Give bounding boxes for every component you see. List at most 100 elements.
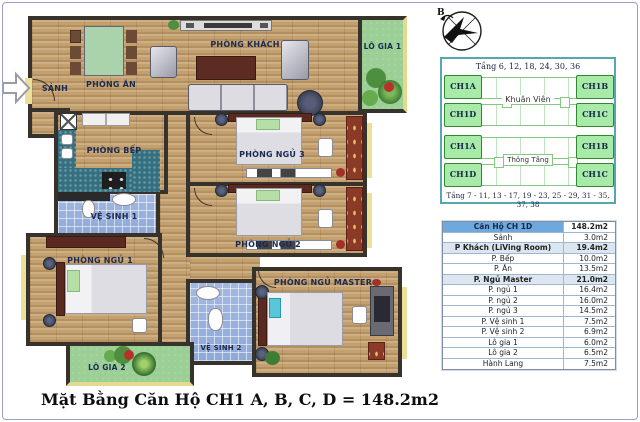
- window-strip: [21, 255, 26, 320]
- round-table: [297, 90, 323, 116]
- floors-top-text: Tầng 6, 12, 18, 24, 30, 36: [475, 62, 581, 71]
- room-label-phong-bep: PHÒNG BẾP: [86, 146, 142, 155]
- table-row-value: 7.5m2: [563, 358, 615, 369]
- core-box: [560, 97, 570, 108]
- block-2-center-text: Thông Tầng: [503, 154, 553, 166]
- chair: [318, 138, 333, 157]
- unit-ch1c: CH1C: [576, 163, 614, 187]
- plant-icon: [168, 20, 179, 30]
- washer: [60, 113, 77, 130]
- table-row-value: 6.0m2: [563, 337, 615, 348]
- table-row-label: P. ngủ 2: [443, 296, 563, 306]
- flower-icon: [336, 240, 345, 249]
- building-block-1: Khuân Viên CH1A CH1B CH1D CH1C: [442, 75, 614, 129]
- floors-bottom-text: Tầng 7 - 11, 13 - 17, 19 - 23, 25 - 29, …: [446, 191, 610, 209]
- unit-ch1b: CH1B: [576, 75, 614, 99]
- sink-bowl: [61, 134, 73, 145]
- compass-icon: [440, 11, 482, 51]
- stove: [102, 172, 126, 189]
- unit-ch1a: CH1A: [444, 135, 482, 159]
- table-row-value: 16.4m2: [563, 285, 615, 296]
- nightstand: [43, 314, 56, 327]
- toilet: [208, 308, 223, 331]
- building-block-2: Thông Tầng CH1A CH1B CH1D CH1C: [442, 135, 614, 189]
- side-table: [132, 318, 147, 333]
- flower-icon: [384, 82, 394, 92]
- flower-icon: [124, 350, 134, 360]
- headboard: [258, 294, 267, 346]
- nightstand: [43, 257, 56, 270]
- unit-ch1c: CH1C: [576, 103, 614, 127]
- window-strip: [367, 193, 372, 248]
- room-label-master: PHÒNG NGỦ MASTER: [273, 278, 373, 287]
- table-header-label: Căn Hộ CH 1D: [443, 222, 563, 233]
- block-1-center-text: Khuân Viên: [502, 95, 554, 104]
- armchair: [150, 46, 177, 78]
- entry-door: [25, 78, 32, 104]
- table-row-label: P. Bếp: [443, 254, 563, 264]
- table-row-label: Sảnh: [443, 233, 563, 243]
- unit-ch1a: CH1A: [444, 75, 482, 99]
- plant-icon: [265, 351, 280, 365]
- compass-north-label: B: [437, 8, 445, 18]
- room-label-phong-ngu-3: PHÒNG NGỦ 3: [239, 150, 305, 159]
- entry-arrow-icon: [2, 71, 31, 105]
- table-row-value: 13.5m2: [563, 264, 615, 275]
- table-row-value: 14.5m2: [563, 306, 615, 317]
- room-label-phong-an: PHÒNG ĂN: [86, 80, 136, 89]
- bed: [236, 188, 302, 236]
- table-row-label: Hành Lang: [482, 358, 524, 368]
- armchair: [281, 40, 309, 80]
- dresser: [246, 168, 332, 178]
- dining-table: [84, 26, 124, 76]
- speaker: [260, 23, 268, 28]
- window-strip: [402, 287, 407, 359]
- table-row-label: Lô gia 1: [443, 338, 563, 348]
- room-label-ve-sinh-1: VỆ SINH 1: [90, 212, 138, 221]
- window-strip: [367, 123, 372, 178]
- sink: [196, 286, 220, 300]
- sink: [112, 193, 136, 206]
- table-row-label: P. ngủ 1: [443, 285, 563, 296]
- desk-monitor: [374, 296, 390, 322]
- nightstand: [313, 184, 326, 197]
- sheet-title: Mặt Bằng Căn Hộ CH1 A, B, C, D = 148.2m2: [41, 390, 439, 409]
- dining-chairs: [70, 30, 81, 43]
- chair: [352, 306, 367, 324]
- coffee-table: [196, 56, 256, 80]
- room-label-phong-ngu-2: PHÒNG NGỦ 2: [235, 240, 301, 249]
- room-label-ve-sinh-2: VỆ SINH 2: [200, 344, 242, 352]
- bed: [65, 264, 147, 314]
- flower-icon: [336, 168, 345, 177]
- pillow: [269, 298, 281, 318]
- table-row-label: P. Ngủ Master: [443, 274, 563, 285]
- table-row-value: 19.4m2: [563, 243, 615, 254]
- headboard: [56, 262, 65, 316]
- wardrobe: [346, 187, 363, 251]
- table-row-value: 7.5m2: [563, 316, 615, 327]
- table-row-value: 16.0m2: [563, 295, 615, 306]
- wardrobe: [346, 116, 363, 180]
- table-row-label: Lô gia 2: [443, 348, 563, 359]
- plant-icon: [132, 352, 156, 376]
- room-label-sanh: SẢNH: [41, 84, 69, 93]
- table-row-label: P. Ăn: [443, 264, 563, 275]
- sofa: [188, 84, 288, 111]
- sink-bowl: [61, 148, 73, 159]
- table-row-value: 21.0m2: [563, 274, 615, 285]
- pillow: [67, 270, 80, 292]
- table-row-value: 10.0m2: [563, 253, 615, 264]
- tv-screen: [204, 23, 252, 28]
- kitchen-cabinet: [82, 113, 130, 126]
- unit-ch1d: CH1D: [444, 103, 482, 127]
- room-label-lo-gia-1: LÔ GIA 1: [363, 42, 402, 51]
- table-header-value: 148.2m2: [563, 222, 615, 233]
- core-box: [568, 157, 578, 168]
- room-label-phong-khach: PHÒNG KHÁCH: [210, 40, 280, 49]
- table-row-value: 6.9m2: [563, 327, 615, 338]
- flower-icon: [372, 279, 381, 286]
- table-row-label: P. Vệ sinh 2: [443, 327, 563, 338]
- counter: [132, 150, 160, 192]
- area-table: Căn Hộ CH 1D 148.2m2 Sảnh 3.0m2 P Khách …: [442, 221, 616, 370]
- wardrobe: [46, 236, 126, 248]
